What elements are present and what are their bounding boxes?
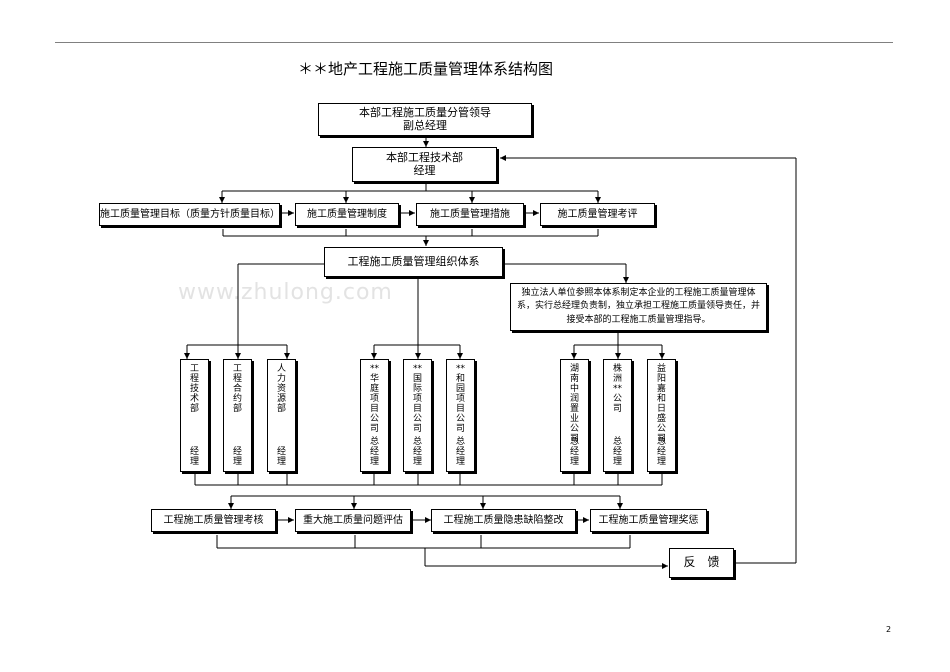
tech-dept-title: 本部工程技术部	[386, 151, 463, 165]
mgmt-evaluation-box: 施工质量管理考评	[540, 203, 655, 226]
feedback-box: 反 馈	[669, 548, 734, 578]
header-rule	[55, 42, 893, 43]
org-system-box: 工程施工质量管理组织体系	[324, 247, 503, 277]
dept-role: 总经理	[569, 437, 579, 467]
dept-role: 总经理	[455, 437, 465, 467]
dept-box-hunan-zhongrun: 湖南中润置业公司 总经理	[560, 359, 589, 472]
dept-box-yiyang-jiahe: 益阳嘉和日盛公司 总经理	[647, 359, 676, 472]
dept-name: **华庭项目公司	[369, 364, 379, 434]
dept-role: 总经理	[369, 437, 379, 467]
dept-role: 总经理	[412, 437, 422, 467]
watermark: www.zhulong.com	[178, 280, 393, 305]
deputy-gm-box: 本部工程施工质量分管领导 副总经理	[318, 103, 532, 136]
dept-box-human-resources: 人力资源部 经理	[267, 359, 296, 472]
dept-name: **和园项目公司	[455, 364, 465, 434]
tech-dept-role: 经理	[413, 163, 436, 177]
dept-role: 总经理	[612, 437, 622, 467]
tech-dept-box: 本部工程技术部 经理	[352, 147, 497, 182]
dept-role: 经理	[232, 447, 242, 467]
dept-name: 工程合约部	[232, 364, 242, 414]
dept-box-guoji-project: **国际项目公司 总经理	[403, 359, 432, 472]
dept-name: 株洲**公司	[612, 364, 622, 414]
deputy-gm-title: 本部工程施工质量分管领导	[359, 106, 491, 120]
page-number: 2	[886, 625, 892, 634]
dept-box-zhuzhou-company: 株洲**公司 总经理	[603, 359, 632, 472]
hazard-rectification-box: 工程施工质量隐患缺陷整改	[431, 509, 576, 532]
dept-role: 经理	[189, 447, 199, 467]
mgmt-objectives-box: 施工质量管理目标（质量方针质量目标）	[99, 203, 280, 226]
dept-box-huating-project: **华庭项目公司 总经理	[360, 359, 389, 472]
deputy-gm-role: 副总经理	[403, 118, 447, 132]
mgmt-rules-box: 施工质量管理制度	[295, 203, 399, 226]
quality-assessment-box: 工程施工质量管理考核	[151, 509, 276, 532]
dept-box-engineering-tech: 工程技术部 经理	[180, 359, 209, 472]
diagram-title: ＊＊地产工程施工质量管理体系结构图	[298, 60, 554, 78]
dept-name: 工程技术部	[189, 364, 199, 414]
dept-role: 总经理	[656, 437, 666, 467]
dept-name: **国际项目公司	[412, 364, 422, 434]
independent-entity-note-box: 独立法人单位参照本体系制定本企业的工程施工质量管理体系，实行总经理负责制，独立承…	[510, 283, 767, 331]
dept-role: 经理	[276, 447, 286, 467]
mgmt-measures-box: 施工质量管理措施	[416, 203, 524, 226]
dept-name: 益阳嘉和日盛公司	[656, 364, 666, 444]
dept-name: 湖南中润置业公司	[569, 364, 579, 444]
dept-name: 人力资源部	[276, 364, 286, 414]
dept-box-engineering-contract: 工程合约部 经理	[223, 359, 252, 472]
dept-box-heyuan-project: **和园项目公司 总经理	[446, 359, 475, 472]
major-issue-evaluation-box: 重大施工质量问题评估	[295, 509, 411, 532]
reward-penalty-box: 工程施工质量管理奖惩	[590, 509, 707, 532]
